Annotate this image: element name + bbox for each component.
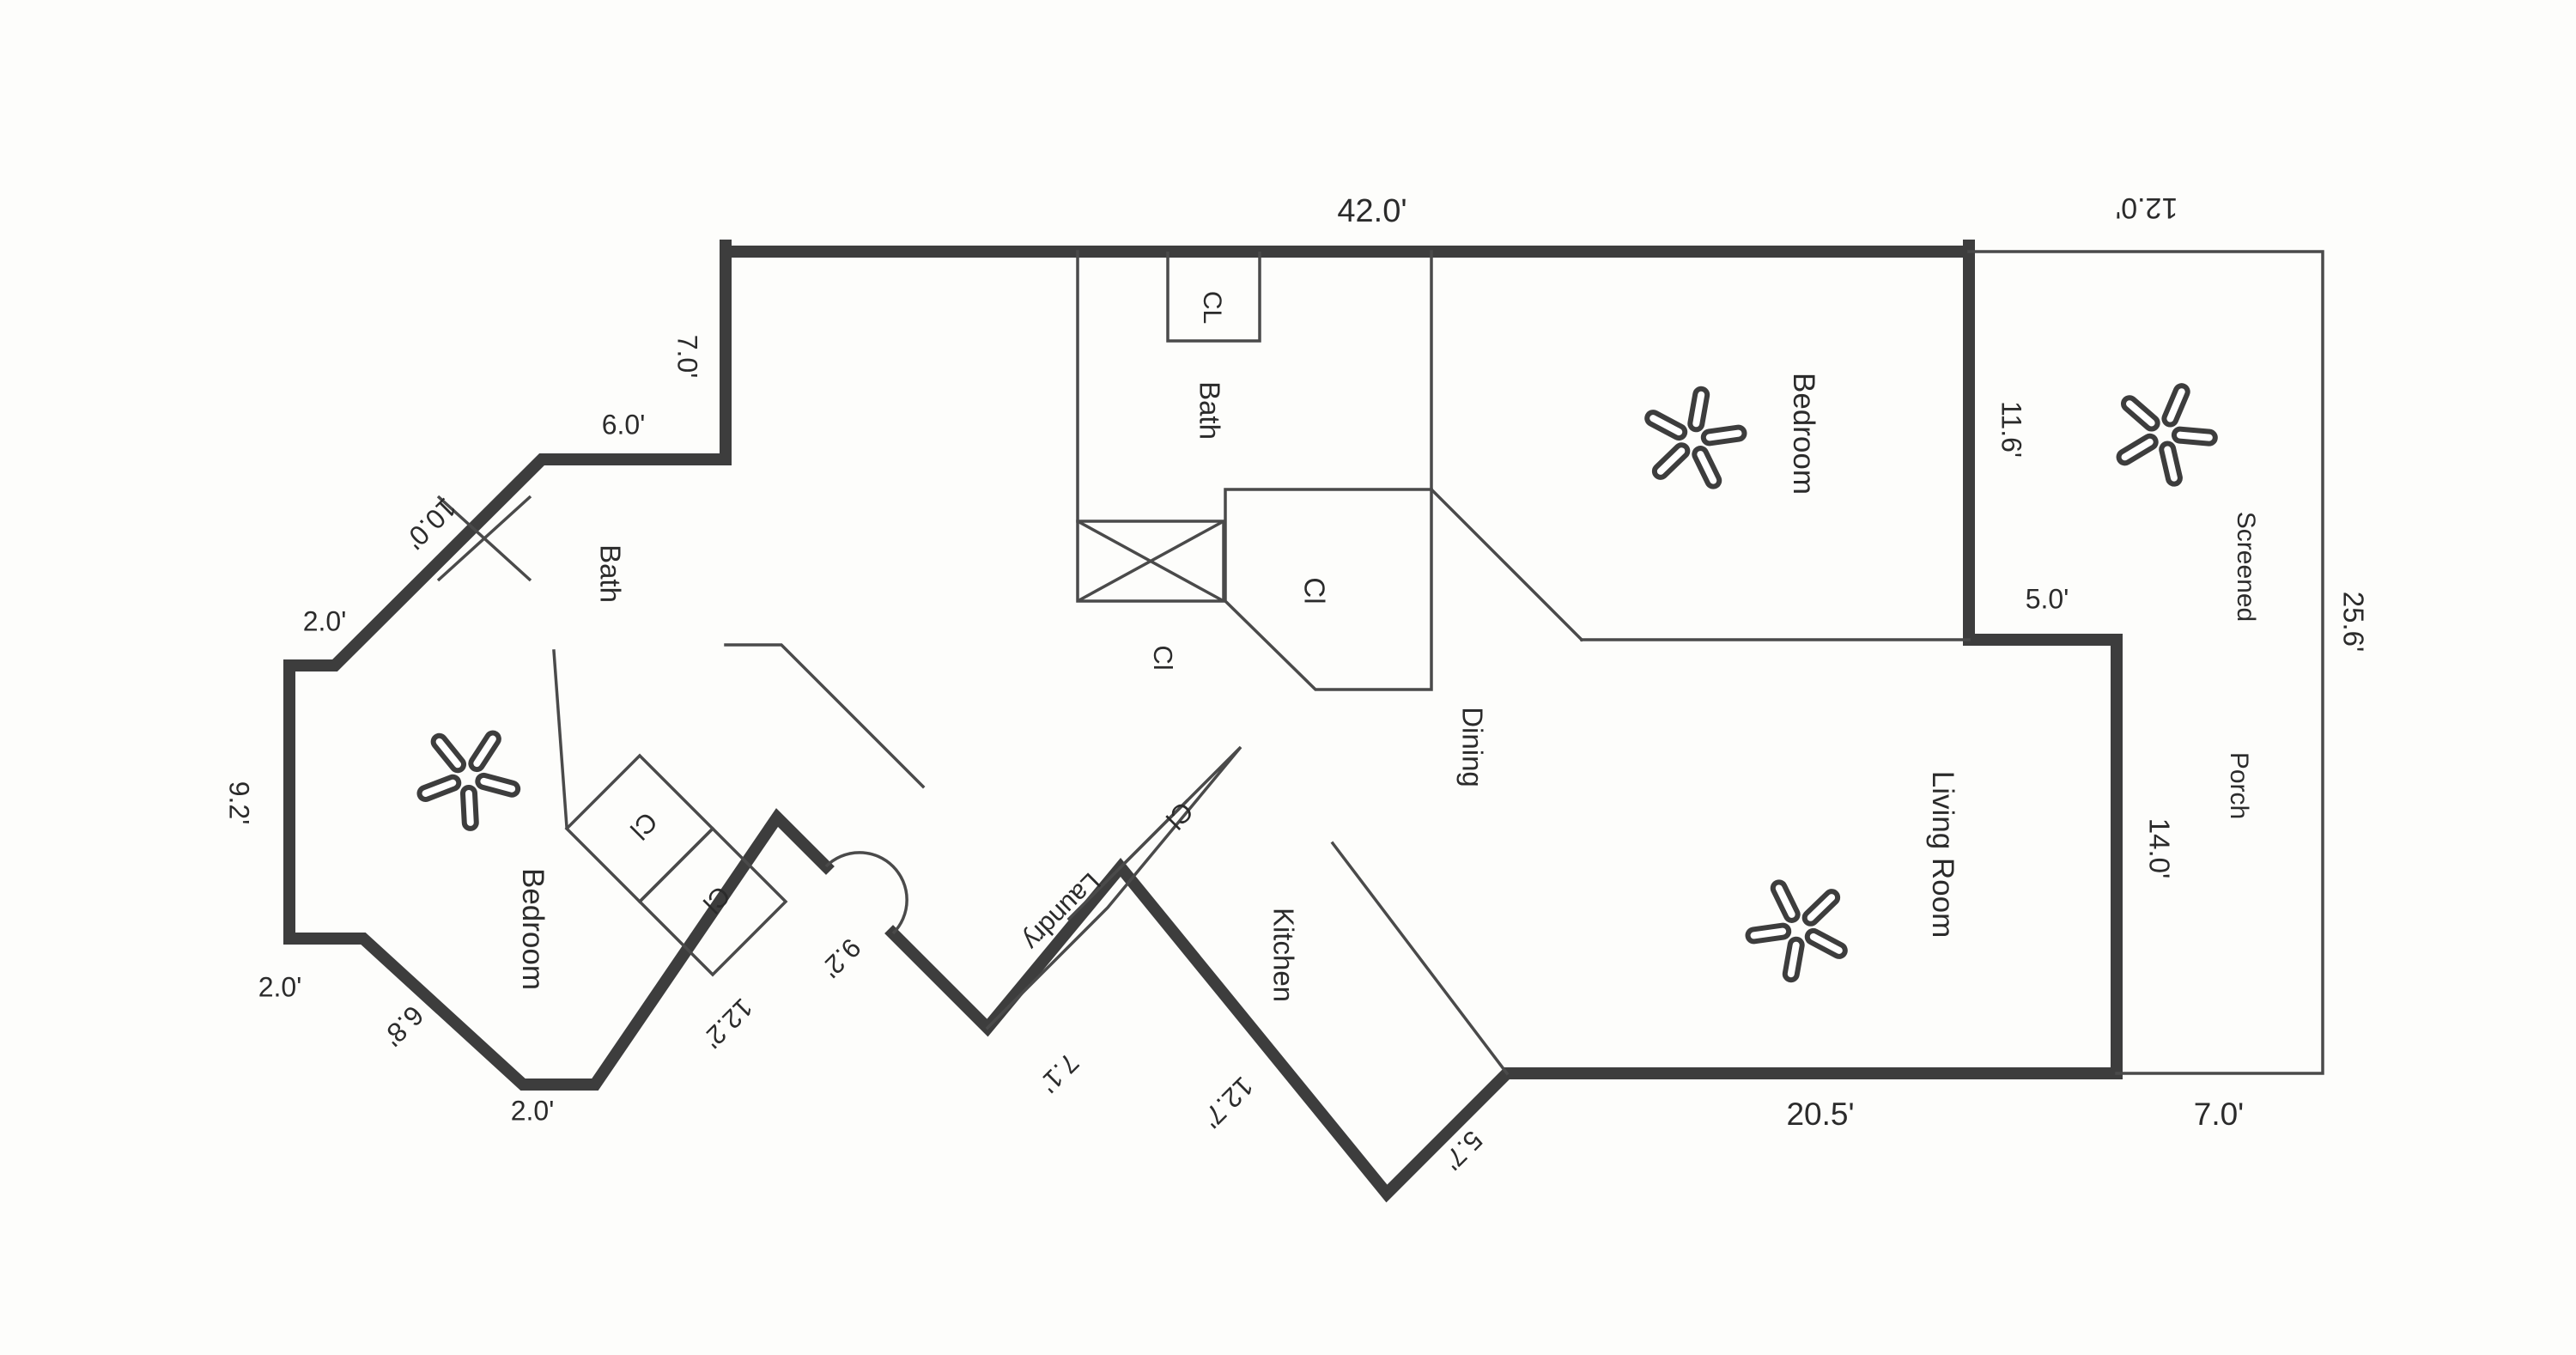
- fan-blade: [1782, 936, 1805, 983]
- fan-porch-icon: [2116, 383, 2218, 487]
- fan-blade: [1687, 386, 1710, 433]
- label-dim-hall-9-2: 9.2': [816, 933, 866, 983]
- label-dim-porch-25-6: 25.6': [2337, 592, 2369, 653]
- label-room-bath-left: Bath: [594, 544, 626, 603]
- fan-blade: [1692, 446, 1722, 489]
- label-dim-right-14-0: 14.0': [2143, 818, 2175, 879]
- fans-layer: [416, 383, 2218, 983]
- thin-walls: [552, 250, 2324, 1076]
- label-dim-hall-12-2: 12.2': [697, 993, 759, 1054]
- label-dim-left-7: 7.0': [672, 335, 703, 379]
- fan-blade: [1651, 442, 1691, 480]
- label-dim-bottom-20-5: 20.5': [1786, 1097, 1854, 1132]
- fan-blade: [2116, 433, 2159, 466]
- label-room-dining: Dining: [1456, 707, 1488, 787]
- fan-blade: [1644, 410, 1688, 441]
- fan-blade: [2161, 383, 2190, 428]
- bath-bedroom-divider: [552, 649, 568, 829]
- label-dim-right-5-0: 5.0': [2026, 583, 2069, 614]
- label-dim-laundry-7-1: 7.1': [1034, 1048, 1084, 1098]
- label-dim-bay-2-bottom: 2.0': [511, 1095, 555, 1126]
- label-dim-top-42: 42.0': [1337, 193, 1406, 229]
- fan-living-icon: [1745, 879, 1848, 983]
- label-porch-porch: Porch: [2225, 752, 2253, 819]
- window-x-icon: [436, 495, 532, 582]
- label-closet-laundry: Cl: [1160, 796, 1199, 835]
- label-dim-bottom-7-0: 7.0': [2194, 1097, 2245, 1132]
- hall-stub-wall: [724, 643, 926, 789]
- label-room-kitchen: Kitchen: [1267, 908, 1299, 1002]
- wall-left-bay-run: [283, 240, 835, 1091]
- label-room-bedroom-left: Bedroom: [516, 868, 550, 990]
- label-dim-bay-6-8: 6.8': [377, 1000, 429, 1052]
- fixtures: [436, 252, 1433, 977]
- fan-bedroom-left-icon: [416, 730, 521, 831]
- closet-diamond-lower-outline: [637, 826, 788, 977]
- fan-blade: [2121, 395, 2160, 432]
- fan-blade: [1700, 424, 1747, 447]
- door-swing-arc: [824, 851, 908, 935]
- laundry-closet-divider: [1066, 799, 1189, 921]
- fan-blade: [1745, 922, 1792, 945]
- fan-blade: [2159, 441, 2183, 487]
- porch-outline: [1967, 250, 2324, 1075]
- label-room-bedroom-right: Bedroom: [1787, 373, 1820, 495]
- label-dim-bay-9-2: 9.2': [224, 781, 255, 825]
- fan-blade: [1801, 889, 1841, 927]
- fan-blade: [1804, 927, 1848, 959]
- label-closet-under-tub: Cl: [1148, 645, 1178, 670]
- tub-x-icon: [1077, 520, 1224, 603]
- closet-pentagon: [1224, 488, 1433, 691]
- fan-blade: [459, 784, 479, 831]
- label-dim-kitchen-12-7: 12.7': [1196, 1071, 1260, 1134]
- label-dim-bay-2-mid: 2.0': [258, 971, 302, 1002]
- label-room-bath-middle: Bath: [1194, 381, 1225, 440]
- label-closet-diamond-upper: Cl: [624, 806, 663, 845]
- tub-box: [1076, 520, 1225, 603]
- labels-layer: 42.0'12.0'7.0'6.0'10.0'2.0'9.2'2.0'6.8'2…: [224, 191, 2370, 1176]
- fan-blade: [468, 730, 501, 773]
- label-dim-porch-top-12: 12.0': [2116, 191, 2178, 224]
- label-closet-pentagon: Cl: [1298, 577, 1330, 604]
- fan-blade: [430, 732, 467, 774]
- label-closet-bath-cl-box: CL: [1198, 291, 1226, 324]
- fan-blade: [416, 774, 462, 802]
- bedroom-right-chamfer: [1429, 487, 1584, 642]
- fan-blade: [475, 772, 521, 798]
- closet-cl-box: [1166, 252, 1261, 343]
- fan-blade: [2171, 426, 2218, 447]
- label-porch-screened: Screened: [2232, 512, 2260, 622]
- kitchen-upper-wall: [1330, 841, 1510, 1076]
- label-dim-bay-2-upper: 2.0': [303, 605, 347, 636]
- label-dim-left-6: 6.0': [602, 409, 646, 440]
- label-room-living: Living Room: [1926, 771, 1959, 939]
- fan-bedroom-right-icon: [1644, 386, 1747, 489]
- fan-blade: [1770, 879, 1801, 923]
- label-dim-right-11-6: 11.6': [1996, 401, 2027, 458]
